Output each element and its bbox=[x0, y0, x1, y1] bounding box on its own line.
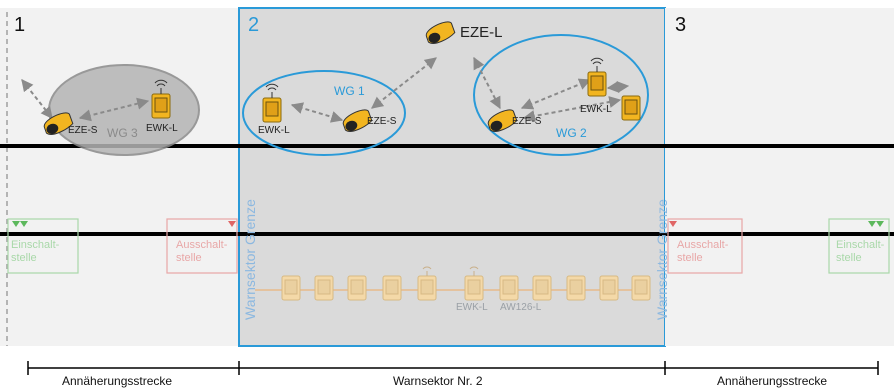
right-on-label: Einschalt- stelle bbox=[836, 239, 885, 264]
eze-l-top-label: EZE-L bbox=[460, 24, 503, 41]
wg1-ellipse bbox=[242, 70, 406, 156]
wg3-label: WG 3 bbox=[107, 126, 138, 140]
ewk-box-icon bbox=[587, 71, 607, 97]
switch-left-off bbox=[166, 218, 238, 274]
approach-label-left: Annäherungsstrecke bbox=[62, 374, 173, 388]
right-off-label: Ausschalt- stelle bbox=[677, 239, 729, 264]
ewk-l-left-label: EWK-L bbox=[146, 123, 178, 134]
switch-right-on bbox=[828, 218, 890, 274]
ewk-l-wg1-label: EWK-L bbox=[258, 125, 290, 136]
eze-s-wg1-label: EZE-S bbox=[367, 116, 397, 127]
left-off-label: Ausschalt- stelle bbox=[176, 239, 228, 264]
wg1-label: WG 1 bbox=[334, 84, 365, 98]
approach-label-right: Annäherungsstrecke bbox=[717, 374, 828, 388]
section-3-area bbox=[665, 8, 894, 346]
left-on-label: Einschalt- stelle bbox=[11, 239, 60, 264]
switch-left-on bbox=[7, 218, 79, 274]
section-1-area bbox=[0, 8, 239, 346]
section-number-3: 3 bbox=[675, 14, 687, 36]
sector-label-center: Warnsektor Nr. 2 bbox=[393, 374, 483, 388]
switch-right-off bbox=[667, 218, 743, 274]
boundary-label-left: Warnsektor Grenze bbox=[242, 199, 258, 320]
boundary-label-right: Warnsektor Grenze bbox=[654, 199, 670, 320]
section-number-1: 1 bbox=[14, 14, 26, 36]
ewk-l-wg2-label: EWK-L bbox=[580, 104, 612, 115]
ewk-box-icon bbox=[621, 95, 641, 121]
track-warning-devices bbox=[281, 266, 651, 301]
ewk-box-icon bbox=[262, 97, 282, 123]
wg3-ellipse bbox=[48, 64, 200, 156]
wg2-label: WG 2 bbox=[556, 126, 587, 140]
aw126-l-label: AW126-L bbox=[500, 302, 542, 313]
section-number-2: 2 bbox=[248, 14, 260, 36]
ewk-l-bottom-label: EWK-L bbox=[456, 302, 488, 313]
eze-s-left-label: EZE-S bbox=[68, 125, 98, 136]
ewk-box-icon bbox=[151, 93, 171, 119]
eze-s-wg2-label: EZE-S bbox=[512, 116, 542, 127]
